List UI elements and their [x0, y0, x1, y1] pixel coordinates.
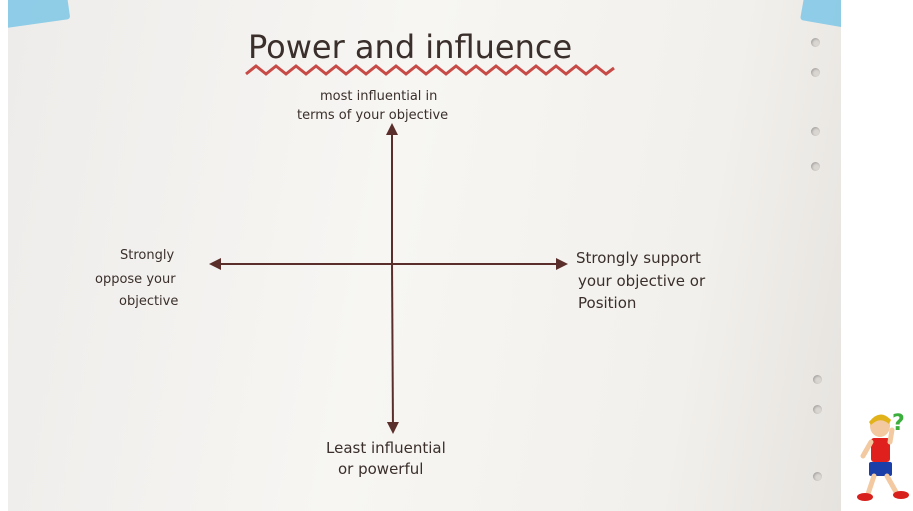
vertical-axis-down — [386, 261, 399, 434]
binder-hole — [811, 68, 820, 77]
question-mark-mascot-icon: ? — [857, 411, 909, 501]
binder-hole — [811, 127, 820, 136]
title-underline — [245, 64, 615, 76]
top-label-line-2: terms of your objective — [297, 108, 448, 123]
right-label-line-2: your objective or — [578, 272, 706, 290]
binder-hole — [813, 472, 822, 481]
binder-hole — [813, 405, 822, 414]
binder-hole — [811, 162, 820, 171]
right-label-line-3: Position — [578, 294, 636, 312]
diagram-title: Power and influence — [248, 28, 572, 66]
binder-hole — [811, 38, 820, 47]
bottom-label-line-1: Least influential — [326, 439, 446, 457]
svg-text:?: ? — [892, 411, 905, 436]
right-label-line-1: Strongly support — [576, 249, 701, 267]
binder-hole — [813, 375, 822, 384]
bottom-label-line-2: or powerful — [338, 460, 423, 478]
left-label-line-2: oppose your — [95, 272, 176, 287]
flipchart-photo: Power and influence most influential in … — [8, 0, 841, 511]
diagram-canvas: Power and influence most influential in … — [95, 28, 706, 478]
top-label-line-1: most influential in — [320, 89, 437, 104]
left-label-line-3: objective — [119, 294, 178, 309]
left-label-line-1: Strongly — [120, 248, 174, 263]
